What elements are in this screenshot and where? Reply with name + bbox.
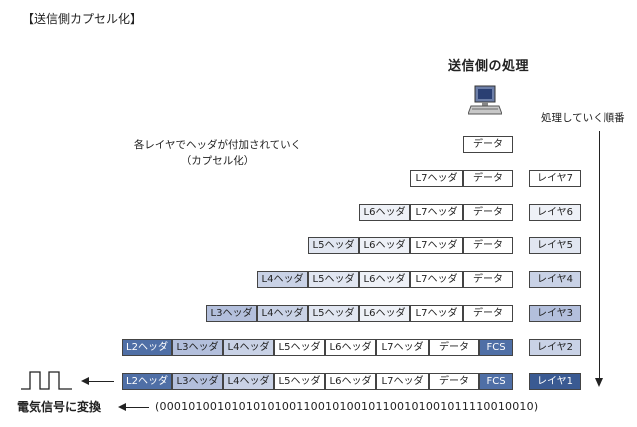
l5-header-cell: L5ヘッダ: [308, 237, 359, 254]
sender-title: 送信側の処理: [448, 59, 530, 74]
layer-5-label: レイヤ5: [529, 237, 581, 254]
encapsulation-note: 各レイヤでヘッダが付加されていく （カプセル化）: [125, 137, 310, 169]
layer-4-label: レイヤ4: [529, 271, 581, 288]
page-title: 【送信側カプセル化】: [22, 12, 143, 26]
l6-header-cell: L6ヘッダ: [325, 373, 376, 390]
convert-label: 電気信号に変換: [17, 400, 102, 414]
note-line-1: 各レイヤでヘッダが付加されていく: [133, 139, 302, 151]
layer-2-label: レイヤ2: [529, 339, 581, 356]
layer-6-label: レイヤ6: [529, 204, 581, 221]
order-arrow-line: [599, 131, 600, 381]
l2-header-cell: L2ヘッダ: [122, 339, 172, 356]
layer-1-label: レイヤ1: [529, 373, 581, 390]
l6-header-cell: L6ヘッダ: [359, 305, 410, 322]
l6-header-cell: L6ヘッダ: [359, 271, 410, 288]
data-cell: データ: [463, 305, 513, 322]
data-cell: データ: [463, 271, 513, 288]
computer-icon: [468, 85, 502, 115]
l4-header-cell: L4ヘッダ: [257, 305, 308, 322]
l7-header-cell: L7ヘッダ: [376, 373, 429, 390]
l5-header-cell: L5ヘッダ: [274, 339, 325, 356]
l5-header-cell: L5ヘッダ: [308, 271, 359, 288]
processing-order-label: 処理していく順番: [541, 112, 625, 124]
l4-header-cell: L4ヘッダ: [257, 271, 308, 288]
l3-header-cell: L3ヘッダ: [206, 305, 257, 322]
l7-header-cell: L7ヘッダ: [410, 237, 463, 254]
data-cell: データ: [463, 136, 513, 153]
order-arrow-head: [595, 378, 603, 387]
layer-3-label: レイヤ3: [529, 305, 581, 322]
square-wave-icon: [21, 371, 72, 390]
l6-header-cell: L6ヘッダ: [325, 339, 376, 356]
fcs-cell: FCS: [479, 373, 513, 390]
l3-header-cell: L3ヘッダ: [172, 373, 223, 390]
l7-header-cell: L7ヘッダ: [410, 305, 463, 322]
fcs-cell: FCS: [479, 339, 513, 356]
bitstream-arrow-head: [118, 403, 126, 411]
bitstream-text: (000101001010101010011001010010110010100…: [155, 400, 539, 413]
data-cell: データ: [463, 237, 513, 254]
layer-7-label: レイヤ7: [529, 170, 581, 187]
l6-header-cell: L6ヘッダ: [359, 237, 410, 254]
l3-header-cell: L3ヘッダ: [172, 339, 223, 356]
data-cell: データ: [429, 339, 479, 356]
signal-arrow-line: [88, 381, 114, 382]
l7-header-cell: L7ヘッダ: [410, 271, 463, 288]
l7-header-cell: L7ヘッダ: [410, 170, 463, 187]
l7-header-cell: L7ヘッダ: [410, 204, 463, 221]
l4-header-cell: L4ヘッダ: [223, 373, 274, 390]
l5-header-cell: L5ヘッダ: [274, 373, 325, 390]
l2-header-cell: L2ヘッダ: [122, 373, 172, 390]
l6-header-cell: L6ヘッダ: [359, 204, 410, 221]
l7-header-cell: L7ヘッダ: [376, 339, 429, 356]
l4-header-cell: L4ヘッダ: [223, 339, 274, 356]
data-cell: データ: [463, 170, 513, 187]
bitstream-arrow-line: [125, 407, 149, 408]
note-line-2: （カプセル化）: [180, 155, 255, 167]
data-cell: データ: [429, 373, 479, 390]
signal-arrow-head: [81, 377, 89, 385]
l5-header-cell: L5ヘッダ: [308, 305, 359, 322]
data-cell: データ: [463, 204, 513, 221]
